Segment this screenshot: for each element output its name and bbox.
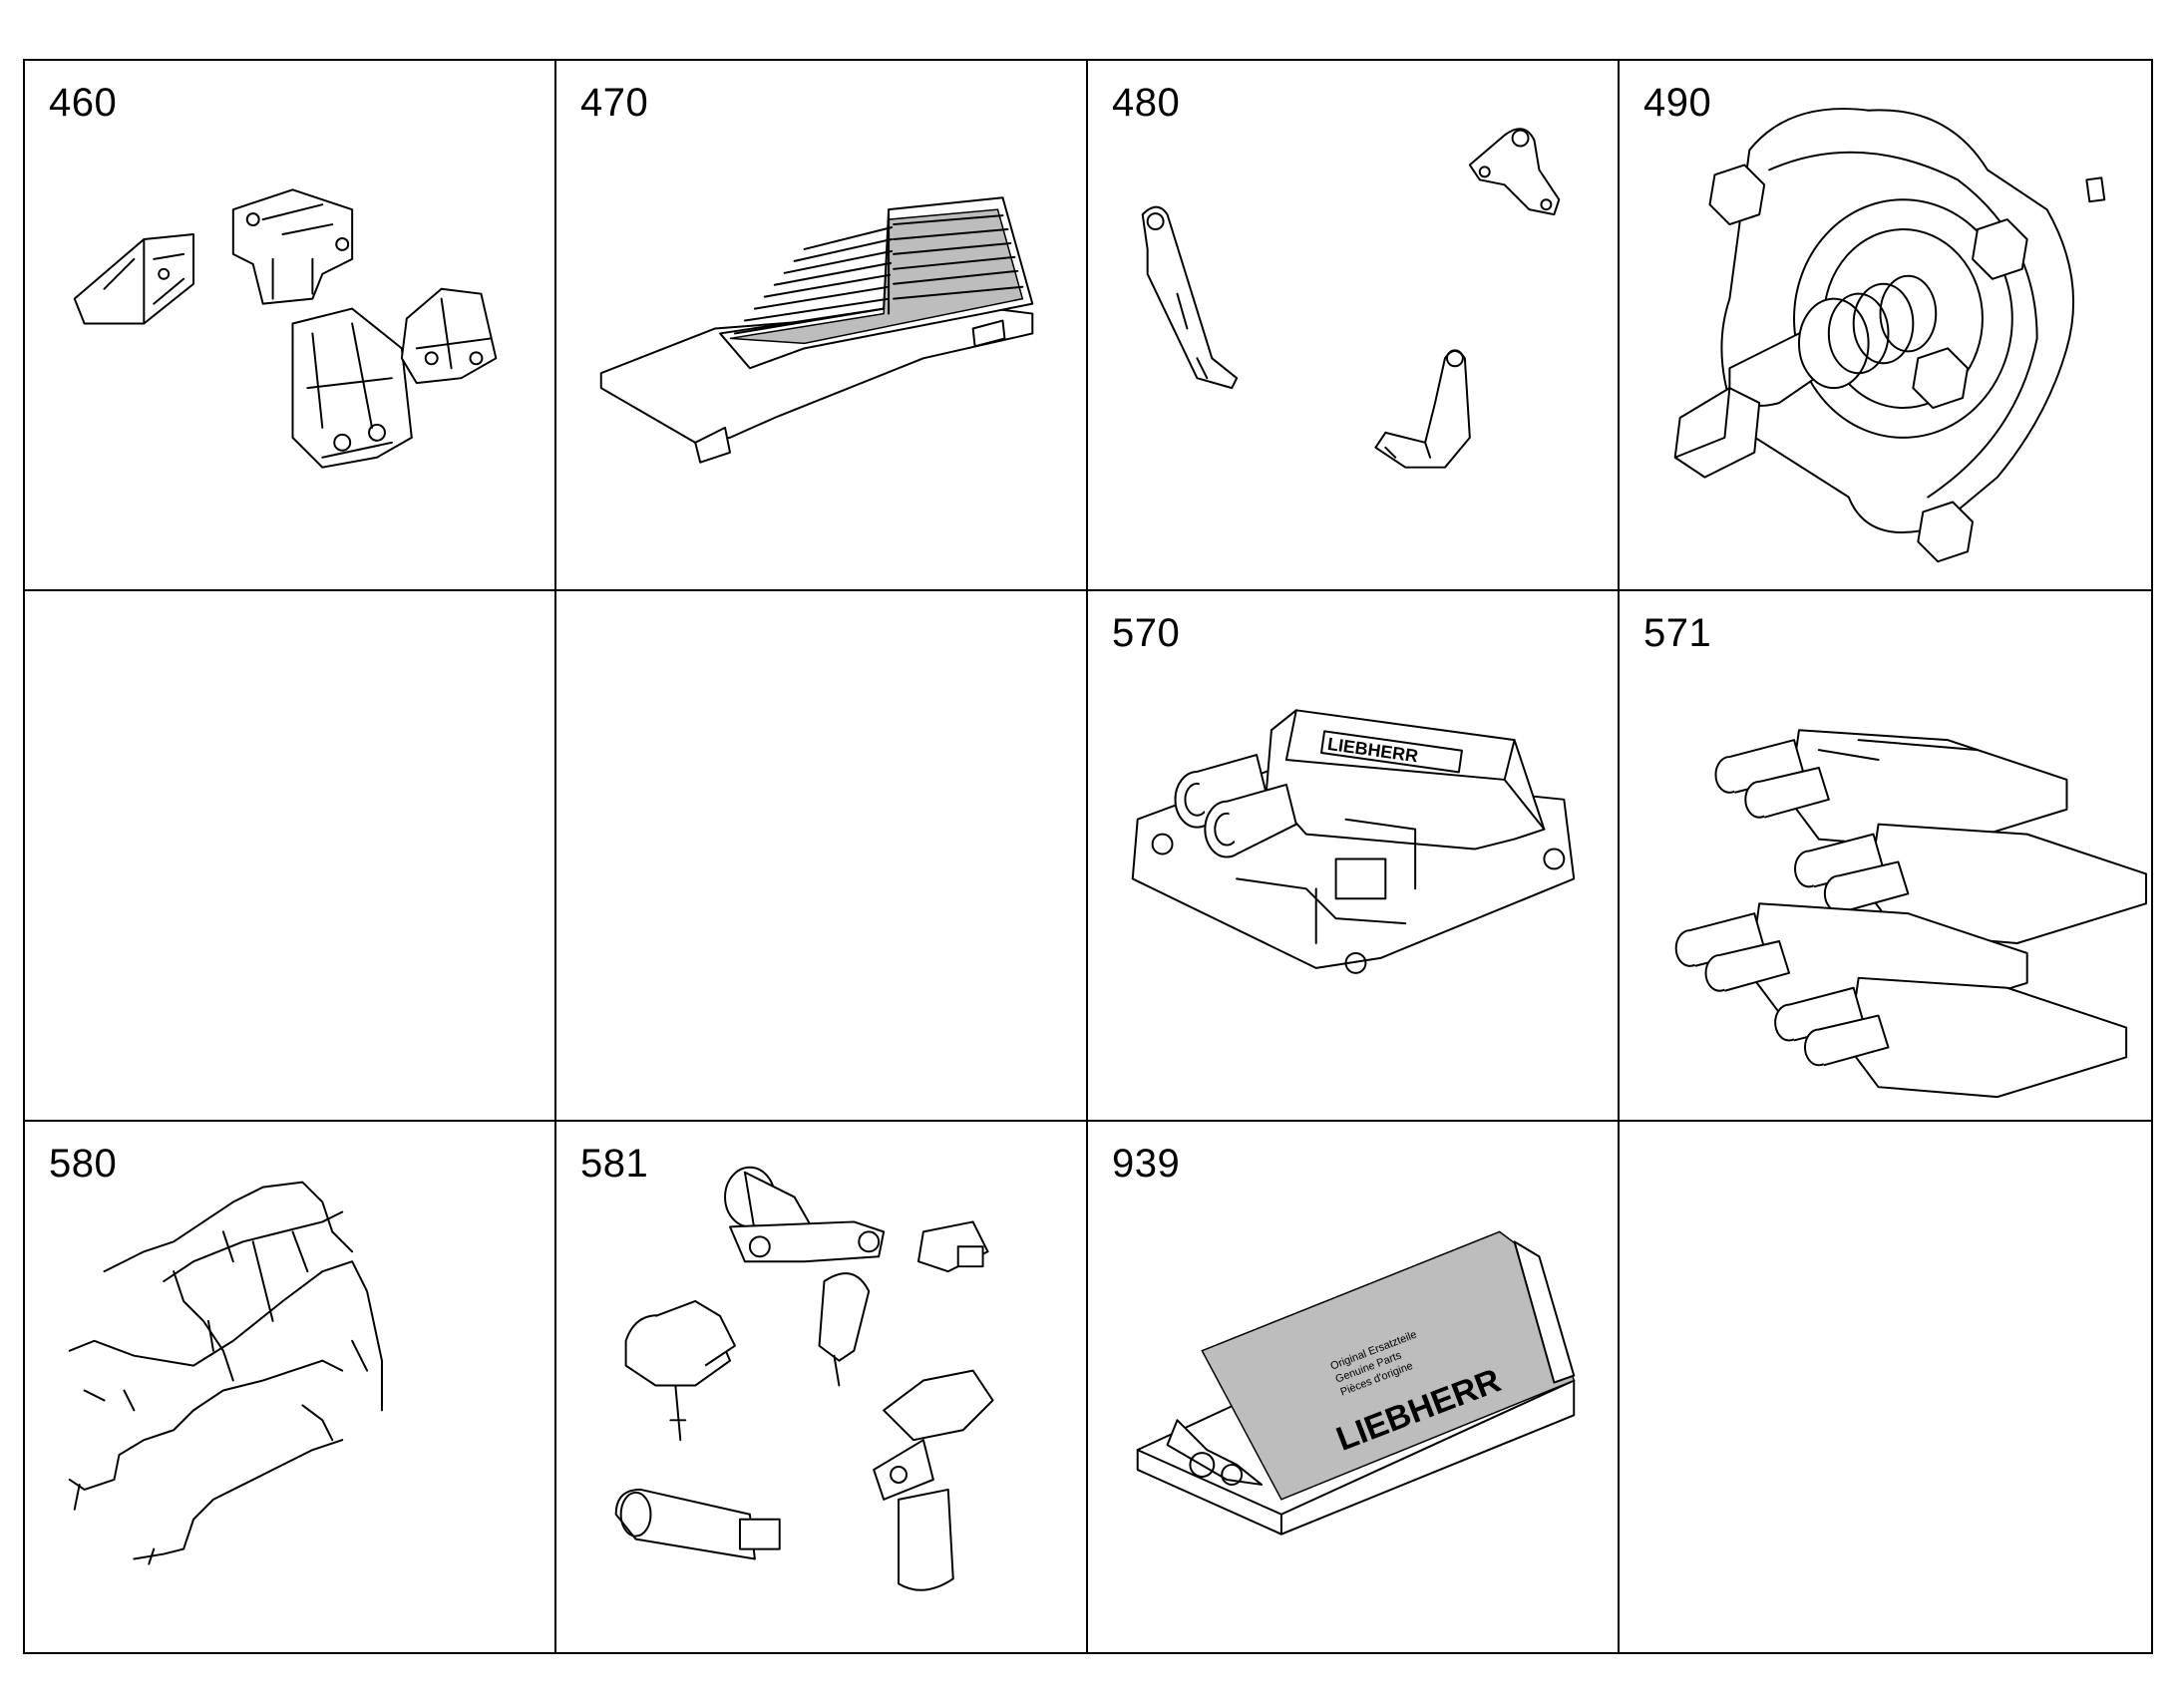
wiring-harness-icon (25, 1122, 554, 1652)
part-cell-580[interactable]: 580 (25, 1122, 556, 1652)
part-cell-460[interactable]: 460 (25, 61, 556, 591)
part-number: 571 (1643, 611, 1712, 655)
part-cell-571[interactable]: 571 (1620, 591, 2151, 1122)
part-number: 470 (580, 81, 649, 125)
part-cell-470[interactable]: 470 (556, 61, 1088, 591)
control-unit-set-icon (1620, 591, 2151, 1120)
part-number: 570 (1112, 611, 1181, 655)
part-number: 939 (1112, 1142, 1181, 1186)
part-number: 581 (580, 1142, 649, 1186)
radiator-grille-icon (556, 61, 1086, 589)
part-number: 480 (1112, 81, 1181, 125)
engine-mount-brackets-icon (25, 61, 554, 589)
sensors-icon (556, 1122, 1086, 1652)
part-number: 490 (1643, 81, 1712, 125)
part-cell-939[interactable]: 939 LIEBHERR Original Ersatzteile Genuin… (1088, 1122, 1620, 1652)
spare-parts-kit-icon: LIEBHERR Original Ersatzteile Genuine Pa… (1088, 1122, 1618, 1652)
empty-cell (556, 591, 1088, 1122)
part-number: 580 (49, 1142, 118, 1186)
part-cell-581[interactable]: 581 (556, 1122, 1088, 1652)
empty-cell (1620, 1122, 2151, 1652)
part-cell-490[interactable]: 490 (1620, 61, 2151, 591)
lifting-eyes-icon (1088, 61, 1618, 589)
parts-grid: 460 470 (23, 59, 2153, 1654)
part-number: 460 (49, 81, 118, 125)
pump-flange-icon (1620, 61, 2151, 589)
part-cell-480[interactable]: 480 (1088, 61, 1620, 591)
part-cell-570[interactable]: 570 LIEBHERR (1088, 591, 1620, 1122)
empty-cell (25, 591, 556, 1122)
control-unit-icon: LIEBHERR (1088, 591, 1618, 1120)
